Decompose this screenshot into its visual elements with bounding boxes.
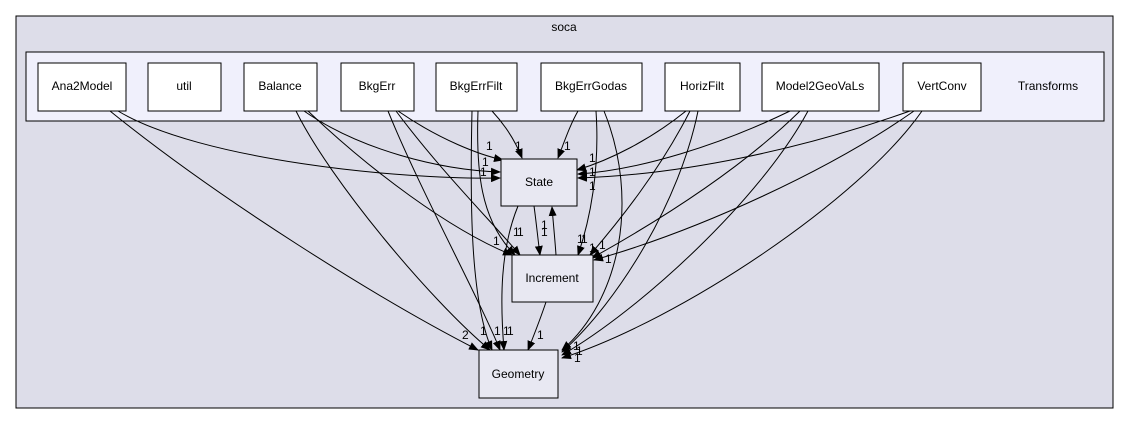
edge-model2geovals-state xyxy=(577,110,791,178)
edge-label: 1 xyxy=(503,324,510,338)
edge-label: 1 xyxy=(599,238,606,252)
edge-bkggodas-geometry xyxy=(561,110,623,351)
edge-label: 1 xyxy=(480,165,487,179)
node-bkgerrgodas[interactable]: BkgErrGodas xyxy=(540,62,643,112)
edge-horizfilt-geometry xyxy=(561,110,699,353)
edge-model2geovals-increment xyxy=(591,110,801,259)
svg-text:Ana2Model: Ana2Model xyxy=(52,79,113,93)
edge-label: 1 xyxy=(482,155,489,169)
edge-bkggodas-state xyxy=(557,110,579,159)
edge-increment-geometry xyxy=(527,301,547,351)
edge-balance-state xyxy=(303,110,501,176)
edge-label: 1 xyxy=(589,241,596,255)
svg-text:Increment: Increment xyxy=(525,271,579,285)
edge-label: 1 xyxy=(573,339,580,353)
svg-text:HorizFilt: HorizFilt xyxy=(680,79,725,93)
edge-balance-increment xyxy=(307,110,513,256)
edge-vertconv-state xyxy=(577,110,911,182)
svg-text:Model2GeoVaLs: Model2GeoVaLs xyxy=(776,79,865,93)
edge-bkgerrfilt-geometry xyxy=(470,110,493,351)
svg-text:BkgErrGodas: BkgErrGodas xyxy=(555,79,627,93)
edge-bkgerr-increment xyxy=(395,110,521,256)
edge-bkggodas-increment xyxy=(577,110,598,256)
node-geometry[interactable]: Geometry xyxy=(478,349,559,399)
edge-ana2model-state xyxy=(117,110,501,183)
edge-label: 1 xyxy=(564,139,571,153)
node-horizfilt[interactable]: HorizFilt xyxy=(664,62,741,112)
edge-ana2model-geometry xyxy=(109,110,479,351)
edge-label: 1 xyxy=(486,139,493,153)
node-model2geovals[interactable]: Model2GeoVaLs xyxy=(761,62,880,112)
edge-label: 1 xyxy=(541,225,548,239)
svg-text:State: State xyxy=(525,175,553,189)
edge-label: 1 xyxy=(581,232,588,246)
edge-label: 1 xyxy=(577,232,584,246)
node-vertconv[interactable]: VertConv xyxy=(902,62,982,112)
edge-label: 1 xyxy=(576,344,583,358)
svg-text:BkgErr: BkgErr xyxy=(359,79,396,93)
edges xyxy=(109,110,923,360)
edge-state-geometry xyxy=(499,205,519,351)
edge-label: 1 xyxy=(480,324,487,338)
edge-label: 1 xyxy=(589,151,596,165)
node-ana2model[interactable]: Ana2Model xyxy=(37,62,127,112)
edge-bkgerrfilt-increment xyxy=(477,110,516,256)
edge-label: 1 xyxy=(589,165,596,179)
edge-label: 1 xyxy=(517,225,524,239)
edge-label: 1 xyxy=(589,179,596,193)
node-balance[interactable]: Balance xyxy=(243,62,318,112)
edge-horizfilt-state xyxy=(576,110,687,172)
node-util[interactable]: util xyxy=(147,62,222,112)
node-bkgerrfilt[interactable]: BkgErrFilt xyxy=(435,62,518,112)
edge-label: 1 xyxy=(541,218,548,232)
edge-bkgerr-geometry xyxy=(387,110,501,351)
svg-text:BkgErrFilt: BkgErrFilt xyxy=(450,79,503,93)
edge-label: 1 xyxy=(605,252,612,266)
node-increment[interactable]: Increment xyxy=(511,254,594,303)
edge-label: 1 xyxy=(574,351,581,365)
edge-label: 2 xyxy=(462,328,469,342)
edge-bkgerrfilt-state xyxy=(491,110,523,159)
edge-balance-geometry xyxy=(295,110,491,351)
transforms-label: Transforms xyxy=(1018,79,1078,93)
svg-text:util: util xyxy=(176,79,191,93)
edge-label: 1 xyxy=(513,225,520,239)
edge-label: 1 xyxy=(493,234,500,248)
svg-text:Geometry: Geometry xyxy=(492,367,545,381)
edge-bkgerr-state xyxy=(397,110,504,162)
edge-label: 1 xyxy=(537,328,544,342)
soca-title: soca xyxy=(551,20,577,34)
node-bkgerr[interactable]: BkgErr xyxy=(340,62,415,112)
edge-label: 1 xyxy=(515,139,522,153)
edge-label: 1 xyxy=(494,324,501,338)
edge-state-increment xyxy=(533,205,543,256)
edge-label: 1 xyxy=(507,324,514,338)
svg-text:VertConv: VertConv xyxy=(917,79,966,93)
node-state[interactable]: State xyxy=(500,158,578,207)
edge-labels: 1 1 1 2 1 1 1 1 1 1 1 1 1 1 1 1 1 1 1 1 … xyxy=(462,139,612,365)
edge-increment-state xyxy=(548,206,557,256)
svg-text:Balance: Balance xyxy=(258,79,302,93)
edge-horizfilt-increment xyxy=(589,110,691,256)
edge-vertconv-geometry xyxy=(561,110,923,360)
edge-vertconv-increment xyxy=(593,110,915,262)
edge-model2geovals-geometry xyxy=(561,110,809,356)
